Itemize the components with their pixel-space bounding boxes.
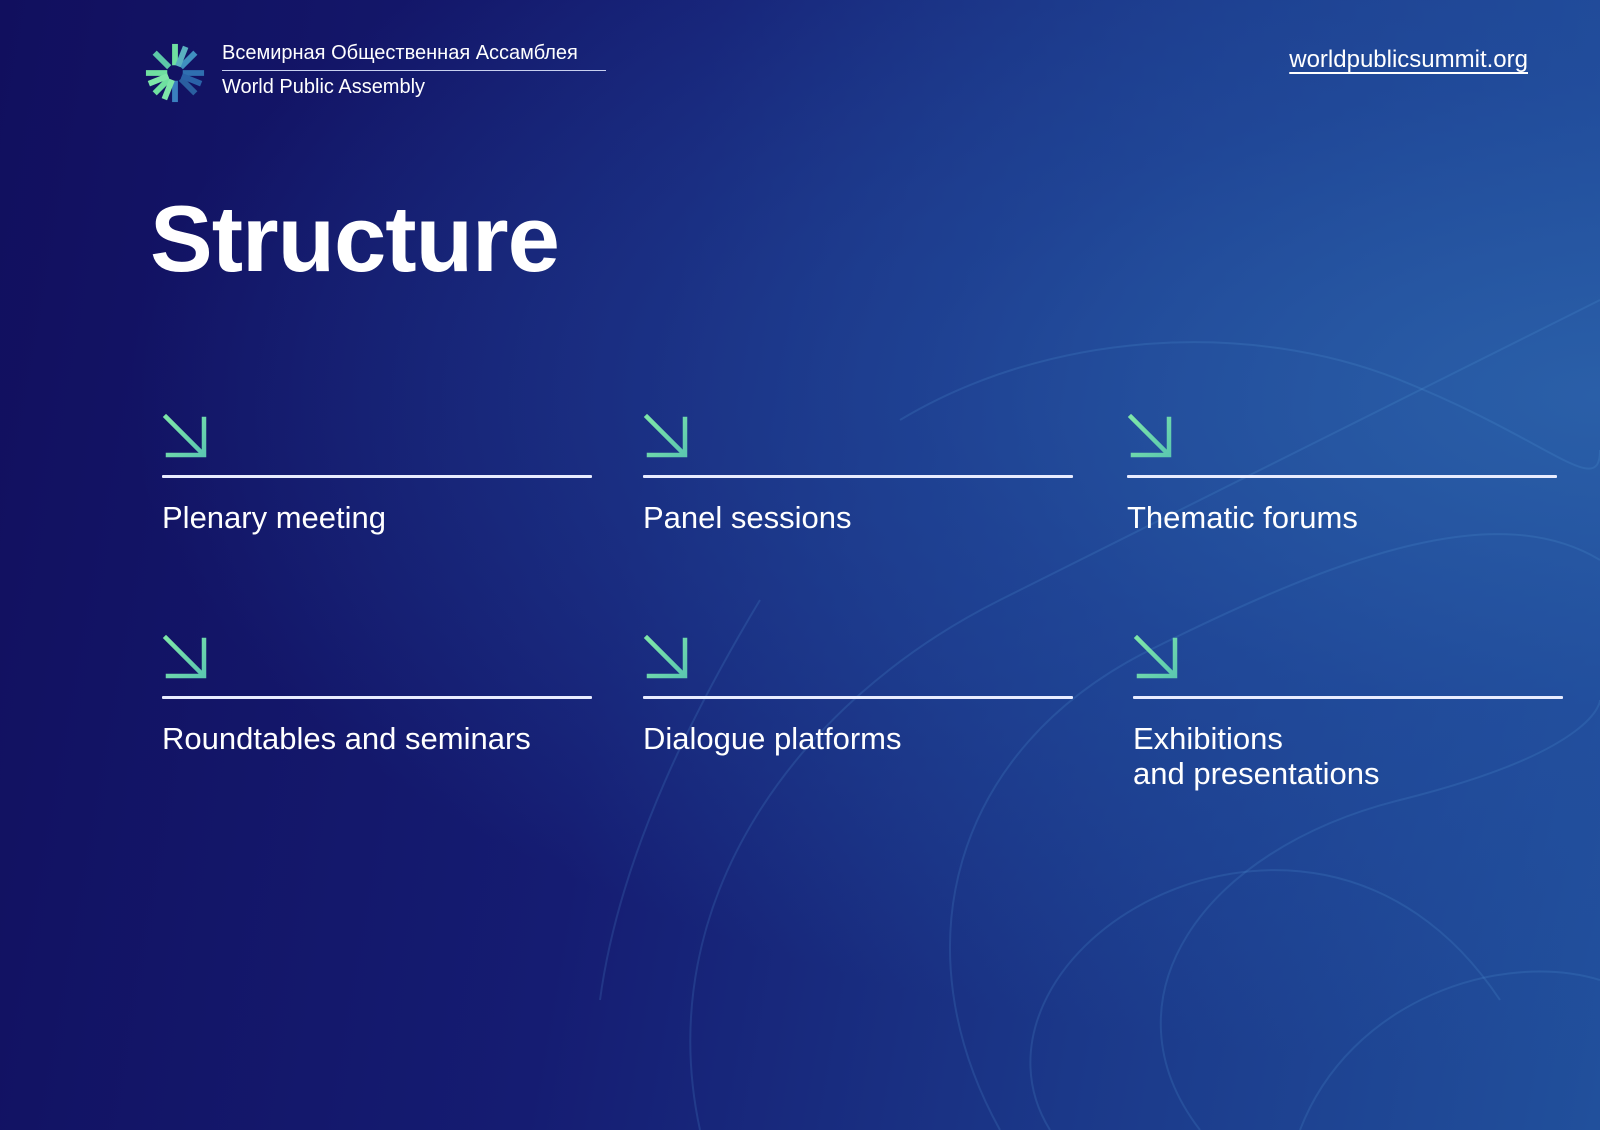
- structure-item: Roundtables and seminars: [162, 634, 592, 756]
- divider: [643, 475, 1073, 478]
- structure-item-label: Dialogue platforms: [643, 721, 902, 756]
- structure-item: Panel sessions: [643, 413, 1073, 535]
- arrow-down-right-icon: [162, 413, 207, 458]
- structure-item: Dialogue platforms: [643, 634, 1073, 756]
- arrow-down-right-icon: [1127, 413, 1172, 458]
- arrow-down-right-icon: [1133, 634, 1178, 679]
- divider: [162, 475, 592, 478]
- divider: [643, 696, 1073, 699]
- structure-item: Thematic forums: [1127, 413, 1557, 535]
- page-title: Structure: [150, 186, 560, 291]
- structure-item-label: Roundtables and seminars: [162, 721, 531, 756]
- structure-item-label: Exhibitions and presentations: [1133, 721, 1380, 791]
- world-public-assembly-logo: [145, 43, 205, 103]
- divider: [1127, 475, 1557, 478]
- structure-item: Exhibitions and presentations: [1133, 634, 1563, 791]
- divider: [1133, 696, 1563, 699]
- divider: [162, 696, 592, 699]
- website-link[interactable]: worldpublicsummit.org: [1289, 46, 1528, 73]
- structure-item-label: Plenary meeting: [162, 500, 387, 535]
- org-name-ru: Всемирная Общественная Ассамблея: [222, 42, 606, 71]
- structure-item: Plenary meeting: [162, 413, 592, 535]
- arrow-down-right-icon: [643, 634, 688, 679]
- org-name-en: World Public Assembly: [222, 76, 426, 98]
- structure-item-label: Panel sessions: [643, 500, 852, 535]
- structure-item-label: Thematic forums: [1127, 500, 1358, 535]
- arrow-down-right-icon: [643, 413, 688, 458]
- arrow-down-right-icon: [162, 634, 207, 679]
